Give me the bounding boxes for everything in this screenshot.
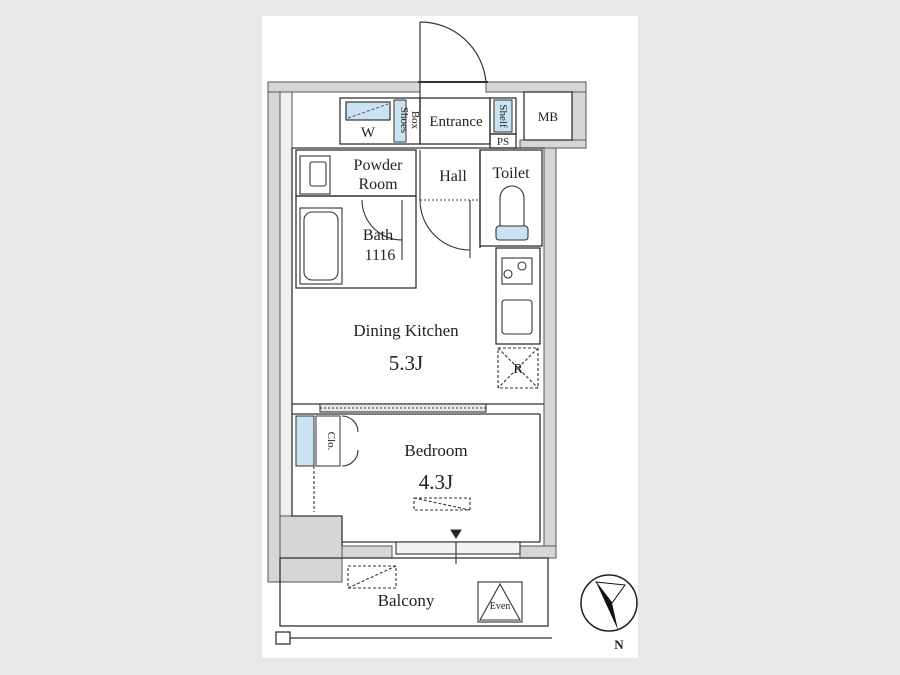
label-box: Box (409, 111, 421, 130)
compass-needle-north (596, 582, 618, 630)
air-conditioner (413, 497, 471, 511)
blue-fixtures (295, 99, 513, 467)
label-ps: PS (497, 136, 509, 148)
basin-bowl (309, 161, 327, 187)
label-toilet: Toilet (492, 165, 530, 182)
bath-outline (295, 195, 417, 289)
bathtub (299, 207, 343, 285)
burner-2 (517, 261, 527, 271)
toilet-tank (495, 225, 529, 241)
wall-left (267, 91, 281, 583)
stove (501, 257, 533, 285)
label-bedroom-size: 4.3J (419, 470, 453, 494)
fixtures (299, 150, 539, 623)
wall-bottom-right (519, 545, 557, 559)
wall-inner-left (279, 91, 293, 517)
left-interior (291, 148, 343, 546)
label-washer: W (361, 125, 376, 141)
wall-top-left (267, 81, 421, 93)
wall-right (543, 145, 557, 557)
balcony-drain (275, 631, 291, 645)
sink (501, 299, 533, 335)
window-marker (450, 529, 462, 540)
wall-bottom-left (341, 545, 393, 559)
even-triangle (479, 582, 521, 621)
label-closet: Clo. (325, 432, 337, 451)
refrigerator-box (497, 347, 539, 389)
compass-north-label: N (614, 637, 624, 652)
balcony-outline (279, 557, 549, 627)
label-dining-kitchen: Dining Kitchen (353, 321, 459, 340)
label-dk-size: 5.3J (389, 351, 423, 375)
label-powder: Powder (354, 157, 404, 174)
shelf-box (493, 99, 513, 133)
entrance-door (418, 21, 488, 98)
closet-door-1 (341, 415, 359, 433)
basin (299, 155, 331, 195)
closet-rack (315, 415, 341, 467)
label-bath: Bath (363, 227, 393, 244)
label-balcony: Balcony (378, 591, 435, 610)
wall-top-right (485, 81, 587, 93)
compass: N (580, 574, 638, 652)
label-mb: MB (538, 109, 559, 124)
even-hatch (477, 581, 523, 623)
burner-1 (503, 269, 513, 279)
label-bath-size: 1116 (365, 247, 396, 264)
compass-ring (580, 574, 638, 632)
hall-door-swing (419, 199, 471, 251)
toilet-bowl (499, 185, 525, 227)
label-shoes: Shoes (398, 107, 410, 133)
closet-shelf (295, 415, 315, 467)
floor-plan: W Shoes Box Entrance Shelf PS MB Powder … (267, 21, 638, 652)
label-room: Room (358, 176, 398, 193)
bathtub-inner (303, 211, 339, 281)
bath-door-swing (361, 199, 403, 241)
wall-lower-left (279, 515, 343, 583)
walls (267, 81, 587, 583)
label-shelf: Shelf (497, 104, 509, 128)
labels: W Shoes Box Entrance Shelf PS MB Powder … (325, 104, 558, 612)
floor-plan-sheet: W Shoes Box Entrance Shelf PS MB Powder … (262, 16, 638, 658)
label-bedroom: Bedroom (404, 441, 467, 460)
label-hall: Hall (439, 168, 467, 185)
label-refrigerator: R (513, 362, 523, 377)
shoes-box (393, 99, 407, 143)
compass-needle-south (594, 581, 626, 604)
label-entrance: Entrance (429, 114, 483, 130)
label-even: Even (490, 601, 511, 612)
wall-mb-bottom (519, 139, 587, 149)
toilet-outline (479, 149, 543, 247)
bedroom-window (395, 541, 521, 555)
kitchen-counter (495, 247, 541, 345)
mb-outline (523, 91, 573, 141)
